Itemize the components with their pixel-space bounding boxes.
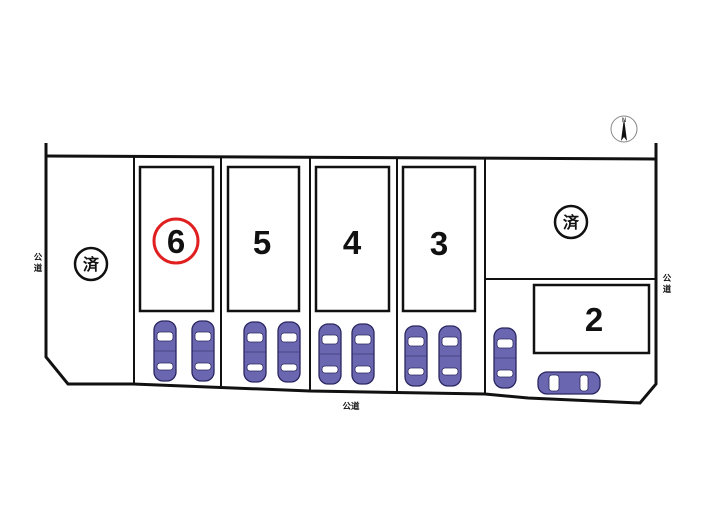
parked-car-icon	[404, 325, 428, 387]
building-lot-2	[532, 283, 651, 355]
road-label-right-top: 公	[663, 274, 672, 284]
parked-car-icon	[493, 327, 517, 389]
building-lot-3	[401, 165, 477, 313]
road-label-left-top: 公	[34, 253, 43, 263]
road-label-right-bottom: 道	[663, 284, 672, 295]
road-label-left-bottom: 道	[34, 263, 43, 274]
parked-car-icon	[318, 323, 342, 385]
parked-car-icon	[438, 325, 462, 387]
road-label-bottom: 公道	[342, 401, 360, 412]
parked-car-icon	[351, 323, 375, 385]
sold-mark-right: 済	[563, 213, 580, 232]
parked-car-icon	[537, 371, 601, 395]
parked-car-icon	[243, 321, 267, 383]
lot-number-4: 4	[343, 224, 362, 261]
lot-number-5: 5	[253, 224, 271, 261]
sold-mark-left: 済	[83, 255, 100, 274]
sold-mark-circle	[73, 246, 109, 282]
site-top-boundary	[45, 154, 657, 161]
lot-number-2: 2	[585, 301, 603, 338]
sold-mark-circle	[553, 204, 589, 240]
lot-number-6: 6	[167, 223, 185, 260]
site-outline	[44, 143, 658, 405]
parked-car-icon	[191, 320, 215, 382]
lot-number-3: 3	[430, 225, 448, 262]
building-lot-5	[226, 165, 301, 313]
parked-car-icon	[153, 320, 177, 382]
north-arrow-icon: N	[610, 115, 638, 143]
highlight-ring-lot-6	[152, 217, 200, 265]
building-lot-6	[138, 165, 215, 313]
building-lot-4	[314, 165, 391, 313]
svg-text:N: N	[622, 118, 626, 124]
parked-car-icon	[277, 321, 301, 383]
